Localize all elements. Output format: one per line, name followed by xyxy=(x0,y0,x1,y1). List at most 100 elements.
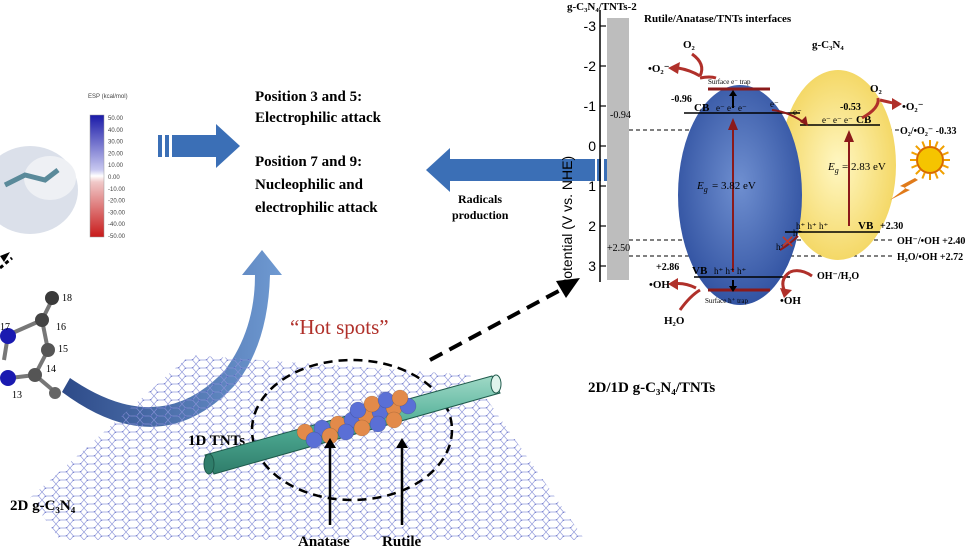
nanotube-end xyxy=(203,453,215,475)
sun-ray xyxy=(939,145,945,151)
esp-tick-label: 10.00 xyxy=(108,163,124,169)
position-3-5-desc: Electrophilic attack xyxy=(255,110,382,126)
transfer-hole-label-2: h⁺ xyxy=(776,242,786,252)
nanotube-opening xyxy=(490,374,502,394)
nanoparticle xyxy=(305,431,323,449)
transfer-electron-label-2: e⁻ xyxy=(793,107,802,117)
position-7-9-title: Position 7 and 9: xyxy=(255,154,362,170)
atom-label-18: 18 xyxy=(62,293,72,304)
esp-tick-label: -30.00 xyxy=(108,210,126,216)
surface-h-trap-label: Surface h⁺ trap xyxy=(705,297,748,305)
sun-icon xyxy=(910,140,950,180)
rutile-label: Rutile xyxy=(382,534,422,550)
surface-e-trap-label: Surface e⁻ trap xyxy=(708,78,751,86)
dashed-arrowhead xyxy=(556,278,580,298)
tnts-vb-value: +2.86 xyxy=(656,262,679,273)
y-tick-label: -2 xyxy=(584,58,597,74)
tnts-electrons: e⁻ e⁻ e⁻ xyxy=(716,103,747,113)
tnts-cb-value: -0.96 xyxy=(671,94,692,105)
esp-tick-label: 20.00 xyxy=(108,151,124,157)
atom-c15 xyxy=(41,343,55,357)
band-title-left: g-C₃N₄/TNTs-2 xyxy=(567,1,637,13)
nanoparticle xyxy=(385,411,403,429)
anatase-label: Anatase xyxy=(298,534,350,550)
position-7-9-desc2: electrophilic attack xyxy=(255,200,378,216)
position-7-9-desc1: Nucleophilic and xyxy=(255,177,364,193)
gray-top-value: -0.94 xyxy=(610,110,631,121)
production-label: production xyxy=(452,208,509,222)
y-tick-label: 3 xyxy=(588,258,596,274)
gcn-2d-label: 2D g-C₃N₄ xyxy=(10,498,76,514)
nanoparticle xyxy=(353,419,371,437)
tnts-holes: h⁺ h⁺ h⁺ xyxy=(714,266,747,276)
esp-tick-label: 30.00 xyxy=(108,140,124,146)
nanoparticle xyxy=(369,415,387,433)
o2-radical-right: •O₂⁻ xyxy=(902,101,924,113)
sun-ray xyxy=(934,141,939,148)
nanoparticle xyxy=(349,401,367,419)
gray-bottom-value: +2.50 xyxy=(607,243,630,254)
o2-left-arrow xyxy=(691,52,704,77)
esp-panel: ESP (kcal/mol) 50.00 40.00 30.00 20.00 10.00… xyxy=(0,94,128,240)
atom-label-17: 17 xyxy=(0,322,10,333)
atom-label-13: 13 xyxy=(12,390,22,401)
h2o-arrow xyxy=(678,288,701,311)
atom-label-16: 16 xyxy=(56,322,66,333)
esp-tick-label: 0.00 xyxy=(108,175,120,181)
tnts-eg-symbol: Eg xyxy=(696,180,708,194)
sun-ray xyxy=(911,164,918,169)
transfer-hole-label: h⁺ xyxy=(793,228,803,238)
atom-c14 xyxy=(28,368,42,382)
oh-h2o-label: OH⁻/H₂O xyxy=(817,271,859,282)
blocked-cross-icon: ✕ xyxy=(780,232,795,252)
e-trap-arrow xyxy=(729,90,737,96)
molecule-model: 18 17 16 15 14 13 xyxy=(0,291,72,401)
h-trap-arrow xyxy=(729,286,737,292)
oh-ref-label: OH⁻/•OH +2.40 xyxy=(897,236,965,247)
esp-tick-label: -50.00 xyxy=(108,234,126,240)
nanoparticle xyxy=(377,391,395,409)
atom-n13 xyxy=(0,370,16,386)
transfer-electron-label: e⁻ xyxy=(770,99,779,109)
atom-n17 xyxy=(0,328,16,344)
tnts-1d-label: 1D TNTs xyxy=(188,433,245,449)
y-tick-label: -1 xyxy=(584,98,597,114)
oh-radical-right: •OH xyxy=(780,295,801,307)
left-block-arrow xyxy=(158,124,240,168)
gcn-cb-value: -0.53 xyxy=(840,102,861,113)
o2-ref-label: O₂/•O₂⁻ -0.33 xyxy=(900,126,956,137)
nanoparticles-cluster xyxy=(296,389,417,449)
gcn-vb-value: +2.30 xyxy=(880,221,903,232)
y-tick-label: 1 xyxy=(588,178,596,194)
esp-scale-label: ESP (kcal/mol) xyxy=(88,94,128,100)
hot-spots-label: “Hot spots” xyxy=(290,315,389,339)
molecule-stick xyxy=(3,168,60,188)
gcn-eg-symbol: Eg xyxy=(827,161,839,175)
gcn-eg-value: = 2.83 eV xyxy=(842,161,886,173)
o2-left-label: O₂ xyxy=(683,39,696,51)
atom-label-15: 15 xyxy=(58,344,68,355)
atom-label-14: 14 xyxy=(46,364,56,375)
nanoparticle xyxy=(363,395,381,413)
gray-bar xyxy=(607,18,629,280)
sun-ray xyxy=(915,169,921,175)
h2o-ref-label: H₂O/•OH +2.72 xyxy=(897,252,963,263)
sun-ray xyxy=(934,172,939,179)
y-tick-label: 0 xyxy=(588,138,596,154)
sun-ray xyxy=(915,145,921,151)
y-axis-ticks: -3 -2 -1 0 1 2 3 xyxy=(584,18,606,274)
lightning-icon xyxy=(890,178,918,200)
sun-ray xyxy=(921,141,926,148)
dashed-arrow-to-band xyxy=(429,285,567,362)
atom-c18 xyxy=(45,291,59,305)
nanoparticle xyxy=(391,389,409,407)
esp-tick-label: 50.00 xyxy=(108,116,124,122)
h2o-label: H₂O xyxy=(664,315,685,327)
gcn-ellipse xyxy=(780,70,896,260)
sun-ray xyxy=(921,172,926,179)
esp-tick-label: 40.00 xyxy=(108,128,124,134)
gcn-holes: h⁺ h⁺ h⁺ xyxy=(796,221,829,231)
y-tick-label: -3 xyxy=(584,18,597,34)
y-tick-label: 2 xyxy=(588,218,596,234)
